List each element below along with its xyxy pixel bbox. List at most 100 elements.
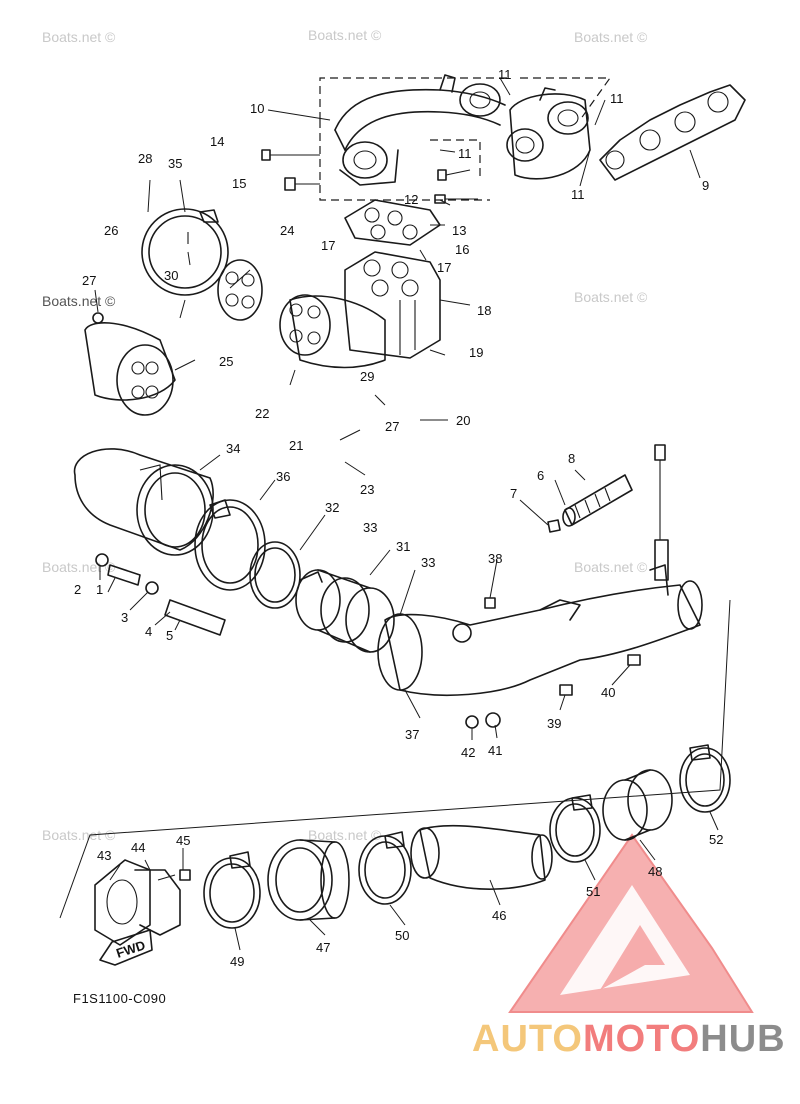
callout-19: 19: [469, 345, 483, 360]
water-lock-34: [73, 448, 214, 556]
callout-9: 9: [702, 178, 709, 193]
callout-23: 23: [360, 482, 374, 497]
callout-27-b: 27: [385, 419, 399, 434]
callout-34: 34: [226, 441, 240, 456]
exhaust-manifold: [334, 74, 506, 186]
fwd-arrow-icon: FWD: [99, 929, 153, 966]
watermark: Boats.net ©: [574, 29, 648, 45]
bolts-upper: [261, 149, 478, 204]
clamp-51: [549, 794, 601, 863]
callout-36: 36: [276, 469, 290, 484]
fwd-label: FWD: [114, 937, 147, 960]
temperature-sensor: [654, 444, 669, 581]
callout-50: 50: [395, 928, 409, 943]
callout-18: 18: [477, 303, 491, 318]
callout-51: 51: [586, 884, 600, 899]
leader-lines: [94, 77, 719, 951]
callout-16: 16: [455, 242, 469, 257]
ring-32: [249, 541, 301, 609]
callout-46: 46: [492, 908, 506, 923]
exhaust-pipe-46: [410, 824, 553, 890]
logo-moto: MOTO: [582, 1018, 701, 1060]
callout-37: 37: [405, 727, 419, 742]
callout-6: 6: [537, 468, 544, 483]
callout-52: 52: [709, 832, 723, 847]
callout-49: 49: [230, 954, 244, 969]
exhaust-manifold-rear: [506, 87, 591, 180]
callout-33-a: 33: [363, 520, 377, 535]
logo-auto: AUTO: [472, 1018, 583, 1060]
watermark: Boats.net ©: [308, 827, 382, 843]
callout-45: 45: [176, 833, 190, 848]
callout-38: 38: [488, 551, 502, 566]
callout-43: 43: [97, 848, 111, 863]
callout-8: 8: [568, 451, 575, 466]
watermark: Boats.net ©: [308, 27, 382, 43]
callout-17-b: 17: [437, 260, 451, 275]
watermark: Boats.net ©: [574, 559, 648, 575]
callout-40: 40: [601, 685, 615, 700]
callout-11-d: 11: [571, 187, 585, 202]
callout-numbers: 1 2 3 4 5 6 7 8 9 10 11 11 11 11 12 13 1…: [74, 67, 723, 969]
exhaust-pipe-joint: [217, 259, 386, 369]
callout-47: 47: [316, 940, 330, 955]
callout-12: 12: [404, 192, 418, 207]
callout-48: 48: [648, 864, 662, 879]
callout-22: 22: [255, 406, 269, 421]
callout-42: 42: [461, 745, 475, 760]
hose-joint-31: [295, 569, 395, 653]
exhaust-spacer-18: [344, 251, 441, 359]
bolts-lower: [465, 597, 641, 729]
callout-7: 7: [510, 486, 517, 501]
clamp-50: [358, 831, 412, 905]
callout-32: 32: [325, 500, 339, 515]
clamp-35: [141, 208, 229, 296]
callout-21: 21: [289, 438, 303, 453]
callout-10: 10: [250, 101, 264, 116]
callout-5: 5: [166, 628, 173, 643]
callout-17-a: 17: [321, 238, 335, 253]
hose-joint-47: [267, 839, 350, 921]
automotohub-logo: AUTOMOTOHUB: [472, 1018, 786, 1061]
outlet-pipe-44: [134, 869, 181, 936]
diagram-code: F1S1100-C090: [73, 991, 166, 1006]
callout-2: 2: [74, 582, 81, 597]
assembly-outline: [59, 599, 731, 919]
callout-29: 29: [360, 369, 374, 384]
watermark: Boats.net ©: [42, 827, 116, 843]
callout-41: 41: [488, 743, 502, 758]
callout-30: 30: [164, 268, 178, 283]
watermark-dark: Boats.net ©: [42, 293, 116, 309]
hose-8: [547, 474, 633, 533]
hose-joint-48: [602, 769, 673, 841]
callout-44: 44: [131, 840, 145, 855]
callout-31: 31: [396, 539, 410, 554]
callout-28: 28: [138, 151, 152, 166]
callout-35: 35: [168, 156, 182, 171]
callout-15: 15: [232, 176, 246, 191]
logo-hub: HUB: [700, 1018, 786, 1060]
callout-39: 39: [547, 716, 561, 731]
watermarks: Boats.net © Boats.net © Boats.net © Boat…: [42, 27, 648, 843]
dashed-groups: [319, 77, 612, 201]
callout-20: 20: [456, 413, 470, 428]
callout-14: 14: [210, 134, 224, 149]
clamp-52: [679, 744, 731, 813]
callout-24: 24: [280, 223, 294, 238]
callout-11-c: 11: [458, 146, 472, 161]
logo-mark: [508, 833, 754, 1013]
drain-parts: [95, 553, 226, 636]
watermark: Boats.net ©: [574, 289, 648, 305]
muffler-25: [84, 312, 176, 416]
exhaust-gasket-16: [344, 199, 441, 246]
callout-3: 3: [121, 610, 128, 625]
callout-11-a: 11: [498, 67, 512, 82]
watermark: Boats.net ©: [42, 559, 116, 575]
callout-26: 26: [104, 223, 118, 238]
watermark: Boats.net ©: [42, 29, 116, 45]
callout-33-b: 33: [421, 555, 435, 570]
callout-4: 4: [145, 624, 152, 639]
callout-27-a: 27: [82, 273, 96, 288]
callout-13: 13: [452, 223, 466, 238]
